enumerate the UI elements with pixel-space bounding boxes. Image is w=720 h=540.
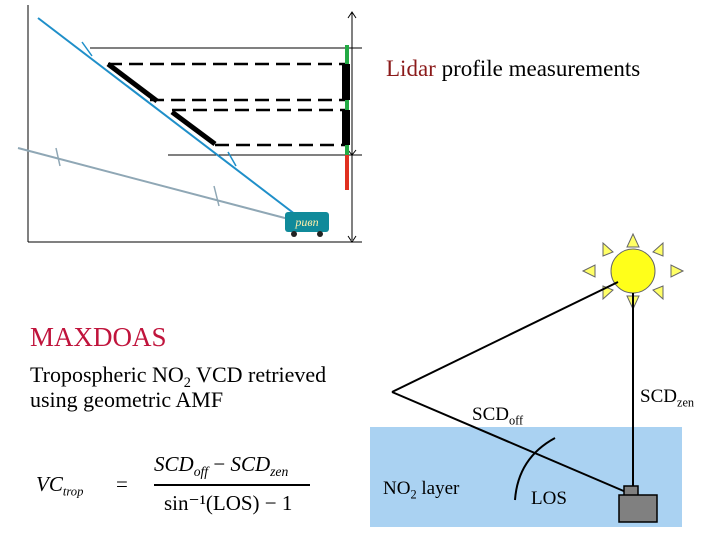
dashed-levels: [108, 62, 346, 147]
lidar-diagram: ривп: [17, 5, 362, 243]
los-angle-arc: [514, 437, 556, 501]
no2-sub: 2: [410, 487, 417, 502]
lidar-beam-ticks: [81, 41, 237, 167]
desc-part2: VCD retrieved using geometric AMF: [30, 362, 327, 412]
lidar-beam: [37, 17, 301, 219]
lidar-title-accent: Lidar: [386, 56, 436, 81]
no2-rest: layer: [416, 478, 460, 499]
no2-layer-label: NO2 layer: [383, 478, 459, 500]
los-label: LOS: [531, 488, 567, 509]
formula-equals: =: [116, 472, 128, 496]
light-paths: [391, 281, 634, 496]
gray-elevation-beam: [17, 147, 301, 223]
scd-zen-label: SCDzen: [640, 386, 694, 408]
maxdoas-diagram: [370, 232, 685, 527]
lidar-title-rest: profile measurements: [435, 56, 641, 81]
maxdoas-description: Tropospheric NO2 VCD retrieved using geo…: [30, 362, 330, 412]
scd-off-label: SCDoff: [472, 404, 523, 426]
instrument-icon: [618, 485, 658, 523]
maxdoas-title: MAXDOAS: [30, 322, 167, 352]
scd-off-sub: off: [508, 413, 524, 428]
vcd-formula: VCtrop = SCDoff − SCDzen sin⁻¹(LOS) − 1: [36, 448, 310, 528]
formula-numerator: SCDoff − SCDzen: [154, 452, 289, 479]
num-a-sub: off: [193, 463, 209, 479]
lidar-van: ривп: [285, 212, 329, 237]
lidar-frame-lines: [27, 5, 362, 243]
van-label: ривп: [294, 215, 318, 229]
beam-segments: [106, 62, 217, 147]
no2-main: NO: [383, 478, 411, 499]
desc-sub: 2: [183, 375, 191, 391]
scd-zen-main: SCD: [640, 386, 677, 407]
num-minus: −: [208, 452, 231, 476]
gray-beam-ticks: [55, 147, 220, 207]
fraction-bar: [154, 484, 310, 486]
lidar-title: Lidar profile measurements: [386, 56, 640, 82]
profile-bar: [342, 45, 350, 190]
num-b-sub: zen: [270, 463, 289, 479]
scd-zen-sub: zen: [676, 395, 695, 410]
sun-icon: [581, 232, 685, 311]
formula-lhs-sub: trop: [62, 484, 84, 499]
scd-off-main: SCD: [472, 404, 509, 425]
num-b: SCD: [230, 452, 271, 476]
formula-denominator: sin⁻¹(LOS) − 1: [164, 491, 293, 515]
num-a: SCD: [154, 452, 194, 476]
formula-lhs-main: VC: [36, 472, 63, 496]
formula-lhs: VCtrop: [36, 472, 84, 499]
desc-part1: Tropospheric NO: [30, 362, 184, 387]
